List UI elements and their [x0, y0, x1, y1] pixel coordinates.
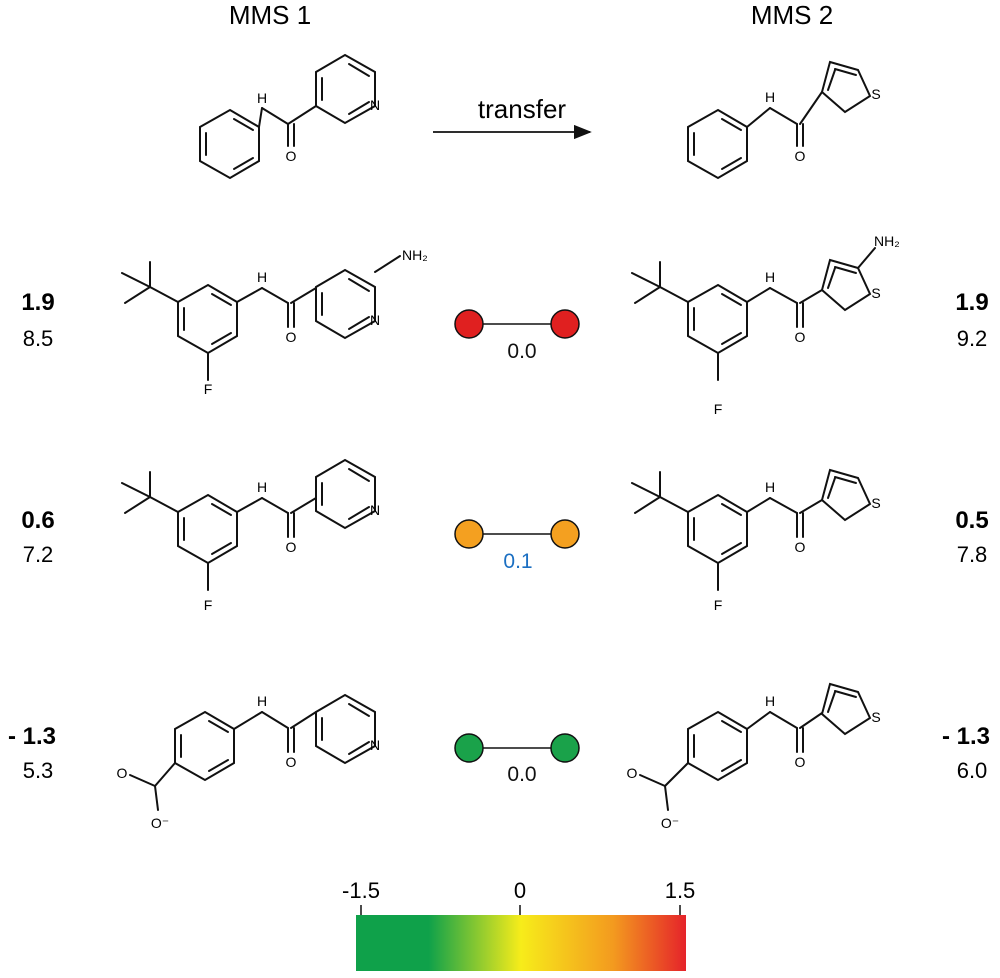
mms2-node	[550, 733, 580, 763]
atom-nh: H	[257, 479, 267, 495]
scale-tick-mid: 0	[514, 878, 526, 903]
atom-o: O	[627, 765, 638, 781]
mms2-structure-2: H O S F	[631, 469, 881, 613]
right-value: 6.0	[957, 758, 988, 783]
left-value: 7.2	[23, 542, 54, 567]
mms1-node	[454, 733, 484, 763]
right-bold-value: 0.5	[955, 507, 988, 534]
left-bold-value: - 1.3	[8, 723, 56, 750]
pair-delta: 0.0	[507, 340, 536, 363]
right-bold-value: - 1.3	[942, 723, 990, 750]
atom-o: O	[286, 329, 297, 345]
atom-n: N	[370, 502, 380, 518]
atom-o: O	[286, 539, 297, 555]
header-mms1: MMS 1	[229, 0, 311, 30]
mms1-node	[454, 519, 484, 549]
atom-o-minus: O⁻	[661, 815, 679, 831]
gradient-bar	[356, 915, 686, 971]
atom-o: O	[286, 148, 297, 164]
atom-nh: H	[257, 90, 267, 106]
mms1-structure-1: H O N NH₂ F	[121, 247, 428, 397]
mms1-structure-3: H O N O O⁻	[117, 693, 381, 831]
scale-tick-max: 1.5	[665, 878, 696, 903]
right-value: 7.8	[957, 542, 988, 567]
atom-o: O	[795, 329, 806, 345]
atom-nh: H	[765, 479, 775, 495]
left-bold-value: 1.9	[21, 289, 54, 316]
mms2-node	[550, 309, 580, 339]
atom-f: F	[714, 597, 723, 613]
mms2-structure-top: H O S	[687, 61, 881, 180]
atom-nh: H	[765, 89, 775, 105]
left-value: 5.3	[23, 758, 54, 783]
color-scale: -1.5 0 1.5	[342, 878, 695, 971]
atom-f: F	[204, 597, 213, 613]
atom-o: O	[795, 539, 806, 555]
transfer-label: transfer	[478, 94, 566, 124]
atom-o: O	[286, 754, 297, 770]
mms2-node	[550, 519, 580, 549]
mms2-structure-1: H O S NH₂ F	[631, 233, 900, 417]
atom-n: N	[370, 312, 380, 328]
atom-f: F	[714, 401, 723, 417]
right-value: 9.2	[957, 326, 988, 351]
header-mms2: MMS 2	[751, 0, 833, 30]
atom-o-minus: O⁻	[151, 815, 169, 831]
scale-tick-min: -1.5	[342, 878, 380, 903]
left-bold-value: 0.6	[21, 507, 54, 534]
mms2-structure-3: H O S O O⁻	[627, 683, 881, 831]
atom-nh: H	[257, 693, 267, 709]
mms1-structure-top: H O N	[199, 54, 380, 179]
atom-o: O	[117, 765, 128, 781]
atom-nh2: NH₂	[402, 247, 428, 263]
atom-nh: H	[257, 269, 267, 285]
atom-nh2: NH₂	[874, 233, 900, 249]
pair-delta: 0.1	[503, 550, 532, 573]
atom-f: F	[204, 381, 213, 397]
atom-s: S	[871, 86, 880, 102]
atom-o: O	[795, 754, 806, 770]
pair-delta: 0.0	[507, 763, 536, 786]
atom-n: N	[370, 737, 380, 753]
right-bold-value: 1.9	[955, 289, 988, 316]
mms1-node	[454, 309, 484, 339]
atom-s: S	[871, 709, 880, 725]
atom-n: N	[370, 97, 380, 113]
left-value: 8.5	[23, 326, 54, 351]
atom-s: S	[871, 495, 880, 511]
atom-nh: H	[765, 693, 775, 709]
mms1-structure-2: H O N F	[121, 459, 380, 613]
atom-s: S	[871, 285, 880, 301]
atom-nh: H	[765, 269, 775, 285]
atom-o: O	[795, 148, 806, 164]
